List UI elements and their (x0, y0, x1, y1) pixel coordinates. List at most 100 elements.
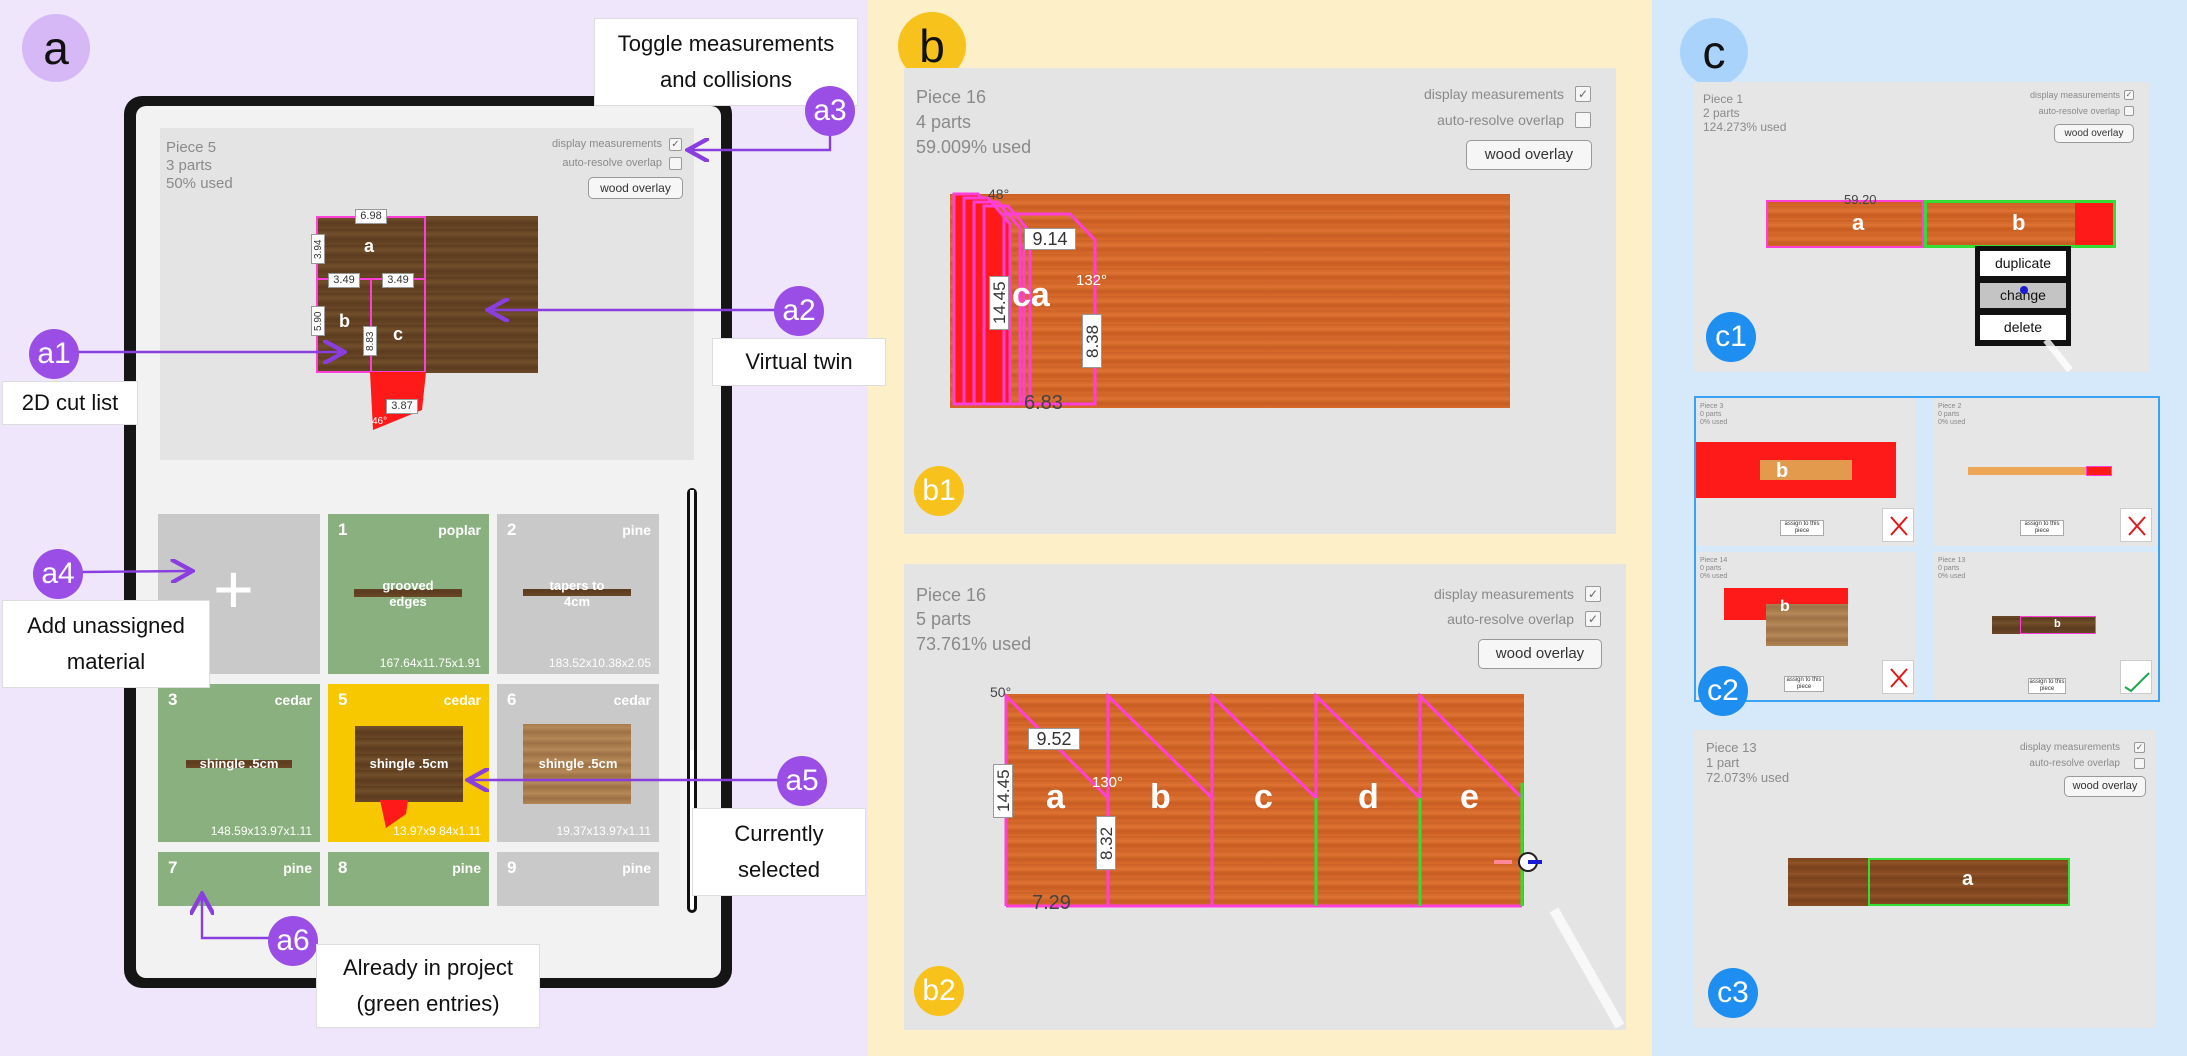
callout-line: selected (738, 857, 820, 882)
c2-cell-2-piece-preview (1968, 467, 2088, 475)
callout-badge-a2: a2 (774, 286, 824, 336)
b2-angle-label: 130° (1092, 774, 1124, 791)
tile-wood-type: cedar (443, 692, 481, 708)
tile-number: 5 (338, 690, 348, 709)
b1-auto-resolve-checkbox[interactable] (1575, 112, 1591, 128)
c3-auto-resolve-checkbox[interactable] (2134, 758, 2145, 769)
b1-piece-title: Piece 16 (916, 87, 987, 107)
tile-wood-type: pine (452, 860, 481, 876)
callout-line: and collisions (659, 67, 793, 92)
material-tile-1[interactable]: 1 poplar grooved edges 167.64x11.75x1.91 (328, 514, 489, 674)
material-tile-6[interactable]: 6 cedar shingle .5cm 19.37x13.97x1.11 (497, 684, 659, 842)
material-preview (523, 589, 631, 596)
material-tile-2[interactable]: 2 pine tapers to 4cm 183.52x10.38x2.05 (497, 514, 659, 674)
measurement-label: 3.87 (386, 399, 418, 414)
c2-cell-2-used: 0% used (1938, 419, 1966, 426)
c2-cell-1-assign-button[interactable]: assign to this piece (1780, 520, 1824, 536)
angle-label: 46° (372, 416, 388, 427)
c3-piece-used: 72.073% used (1706, 770, 1790, 785)
tile-dimensions: 148.59x13.97x1.11 (210, 824, 312, 838)
c3-part-a-outline (1868, 858, 2070, 906)
panel-a-label: a (22, 14, 90, 82)
piece-parts: 3 parts (166, 157, 212, 174)
c2-cell-3-used: 0% used (1700, 573, 1728, 580)
x-icon (1890, 668, 1908, 688)
c3-badge: c3 (1708, 968, 1758, 1018)
panel-c-label: c (1680, 18, 1748, 86)
auto-resolve-checkbox[interactable] (669, 157, 682, 170)
material-preview (354, 589, 462, 597)
material-tile-5-selected[interactable]: 5 cedar shingle .5cm 13.97x9.84x1.11 (328, 684, 489, 842)
tile-note: shingle .5cm (199, 756, 279, 771)
tile-number: 1 (338, 520, 348, 539)
material-tile-3[interactable]: 3 cedar shingle .5cm 148.59x13.97x1.11 (158, 684, 320, 842)
tile-number: 7 (168, 858, 178, 877)
auto-resolve-label: auto-resolve overlap (562, 157, 662, 169)
callout-badge-a5: a5 (777, 756, 827, 806)
material-tile-7[interactable]: 7 pine (158, 852, 320, 906)
c2-cell-2-assign-button[interactable]: assign to this piece (2020, 520, 2064, 536)
callout-line: Already in project (343, 955, 513, 980)
tile-wood-type: pine (622, 522, 651, 538)
callout-badge-a3: a3 (805, 86, 855, 136)
b1-angle-label: 132° (1076, 272, 1108, 289)
red-overlap-region (380, 800, 408, 828)
b2-display-measurements-label: display measurements (1433, 586, 1574, 602)
b2-display-measurements-checkbox[interactable]: ✓ (1585, 586, 1601, 602)
tile-wood-type: cedar (274, 692, 312, 708)
b1-wood-overlay-button[interactable]: wood overlay (1466, 140, 1592, 170)
scrollbar-thumb[interactable] (690, 490, 694, 750)
tile-wood-type: poplar (438, 522, 481, 538)
material-preview (355, 726, 463, 802)
c2-cell-3-piece: Piece 14 (1700, 557, 1728, 564)
c2-cell-4-accept (2120, 660, 2152, 694)
tile-note: shingle .5cm (538, 756, 618, 771)
b2-part-a: a (1046, 778, 1065, 816)
check-icon (2124, 672, 2150, 693)
b2-measurement: 7.29 (1032, 892, 1071, 914)
b2-auto-resolve-checkbox[interactable]: ✓ (1585, 611, 1601, 627)
tile-number: 8 (338, 858, 348, 877)
tile-note: tapers to 4cm (549, 578, 605, 609)
tile-number: 3 (168, 690, 178, 709)
wood-overlay-button[interactable]: wood overlay (588, 177, 683, 199)
material-tile-9[interactable]: 9 pine (497, 852, 659, 906)
b1-display-measurements-checkbox[interactable]: ✓ (1575, 86, 1591, 102)
tile-number: 2 (507, 520, 517, 539)
callout-badge-a4: a4 (33, 549, 83, 599)
c2-cell-4-assign-button[interactable]: assign to this piece (2028, 678, 2066, 694)
c1-display-measurements-checkbox[interactable]: ✓ (2124, 90, 2134, 100)
callout-virtual-twin: Virtual twin (712, 338, 886, 386)
menu-delete[interactable]: delete (1980, 315, 2066, 340)
b2-wood-overlay-button[interactable]: wood overlay (1478, 639, 1602, 669)
tile-wood-type: pine (283, 860, 312, 876)
b1-piece-used: 59.009% used (916, 137, 1032, 157)
callout-arrows (72, 128, 832, 940)
c1-auto-resolve-checkbox[interactable] (2124, 106, 2134, 116)
callout-2d-cut-list: 2D cut list (2, 381, 138, 425)
menu-duplicate[interactable]: duplicate (1980, 251, 2066, 276)
b2-part-d: d (1358, 778, 1379, 816)
c1-measurement: 59.20 (1844, 192, 1877, 207)
c1-piece-title: Piece 1 (1703, 92, 1744, 106)
x-icon (1890, 516, 1908, 536)
tile-note: grooved edges (382, 578, 434, 609)
callout-line: Add unassigned (27, 613, 185, 638)
c2-cell-1-letter: b (1776, 460, 1789, 482)
callout-line: (green entries) (356, 991, 500, 1016)
c2-cell-3-assign-button[interactable]: assign to this piece (1784, 676, 1824, 692)
c2-cell-1-reject (1882, 508, 1914, 542)
measurement-label: 3.49 (328, 273, 360, 288)
b1-measurement: 14.45 (989, 276, 1009, 330)
c3-display-measurements-label: display measurements (2019, 742, 2120, 753)
material-tile-8[interactable]: 8 pine (328, 852, 489, 906)
tile-number: 9 (507, 858, 517, 877)
b1-auto-resolve-label: auto-resolve overlap (1437, 112, 1564, 128)
b2-measurement: 8.32 (1096, 816, 1116, 870)
c2-cell-4-parts: 0 parts (1938, 565, 1960, 572)
c3-display-measurements-checkbox[interactable]: ✓ (2134, 742, 2145, 753)
c1-wood-overlay-button[interactable]: wood overlay (2054, 124, 2134, 143)
c2-cell-2-piece: Piece 2 (1938, 403, 1962, 410)
c3-wood-overlay-button[interactable]: wood overlay (2064, 776, 2146, 797)
display-measurements-checkbox[interactable]: ✓ (669, 138, 682, 151)
